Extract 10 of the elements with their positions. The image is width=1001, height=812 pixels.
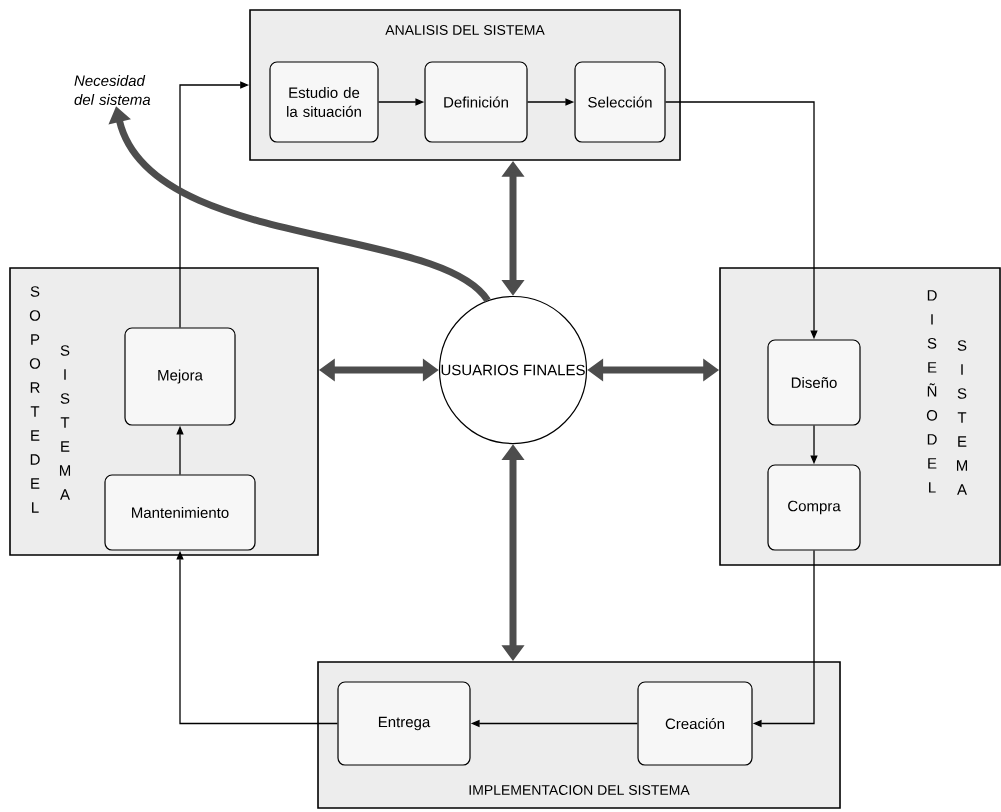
process-box: Selección <box>574 61 666 143</box>
process-box: Definición <box>424 61 528 143</box>
process-box: Creación <box>637 681 753 766</box>
process-box: Estudio de la situación <box>269 61 379 143</box>
process-box: Entrega <box>337 681 471 766</box>
process-box: Diseño <box>767 339 861 426</box>
process-box: Mejora <box>124 327 236 426</box>
process-box: Mantenimiento <box>104 474 256 551</box>
need-label: Necesidad del sistema <box>74 75 151 105</box>
process-box: Compra <box>767 464 861 551</box>
